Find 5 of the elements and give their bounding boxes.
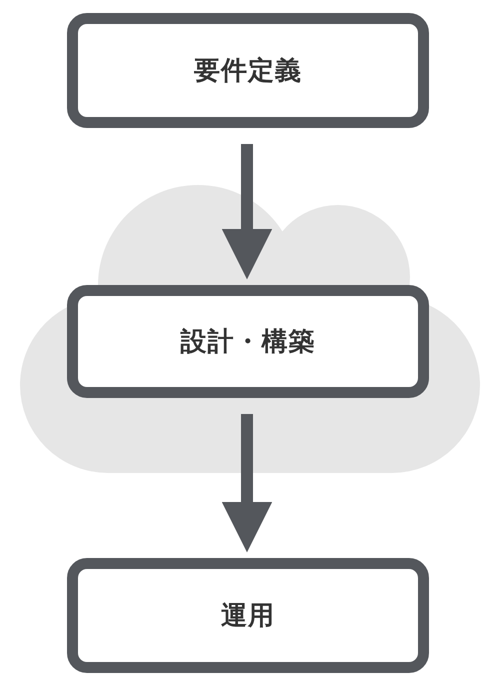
process-box: 運用 — [67, 558, 429, 673]
process-box: 要件定義 — [67, 13, 429, 128]
arrow — [222, 414, 272, 552]
arrow — [222, 144, 272, 280]
process-box: 設計・構築 — [67, 285, 429, 398]
